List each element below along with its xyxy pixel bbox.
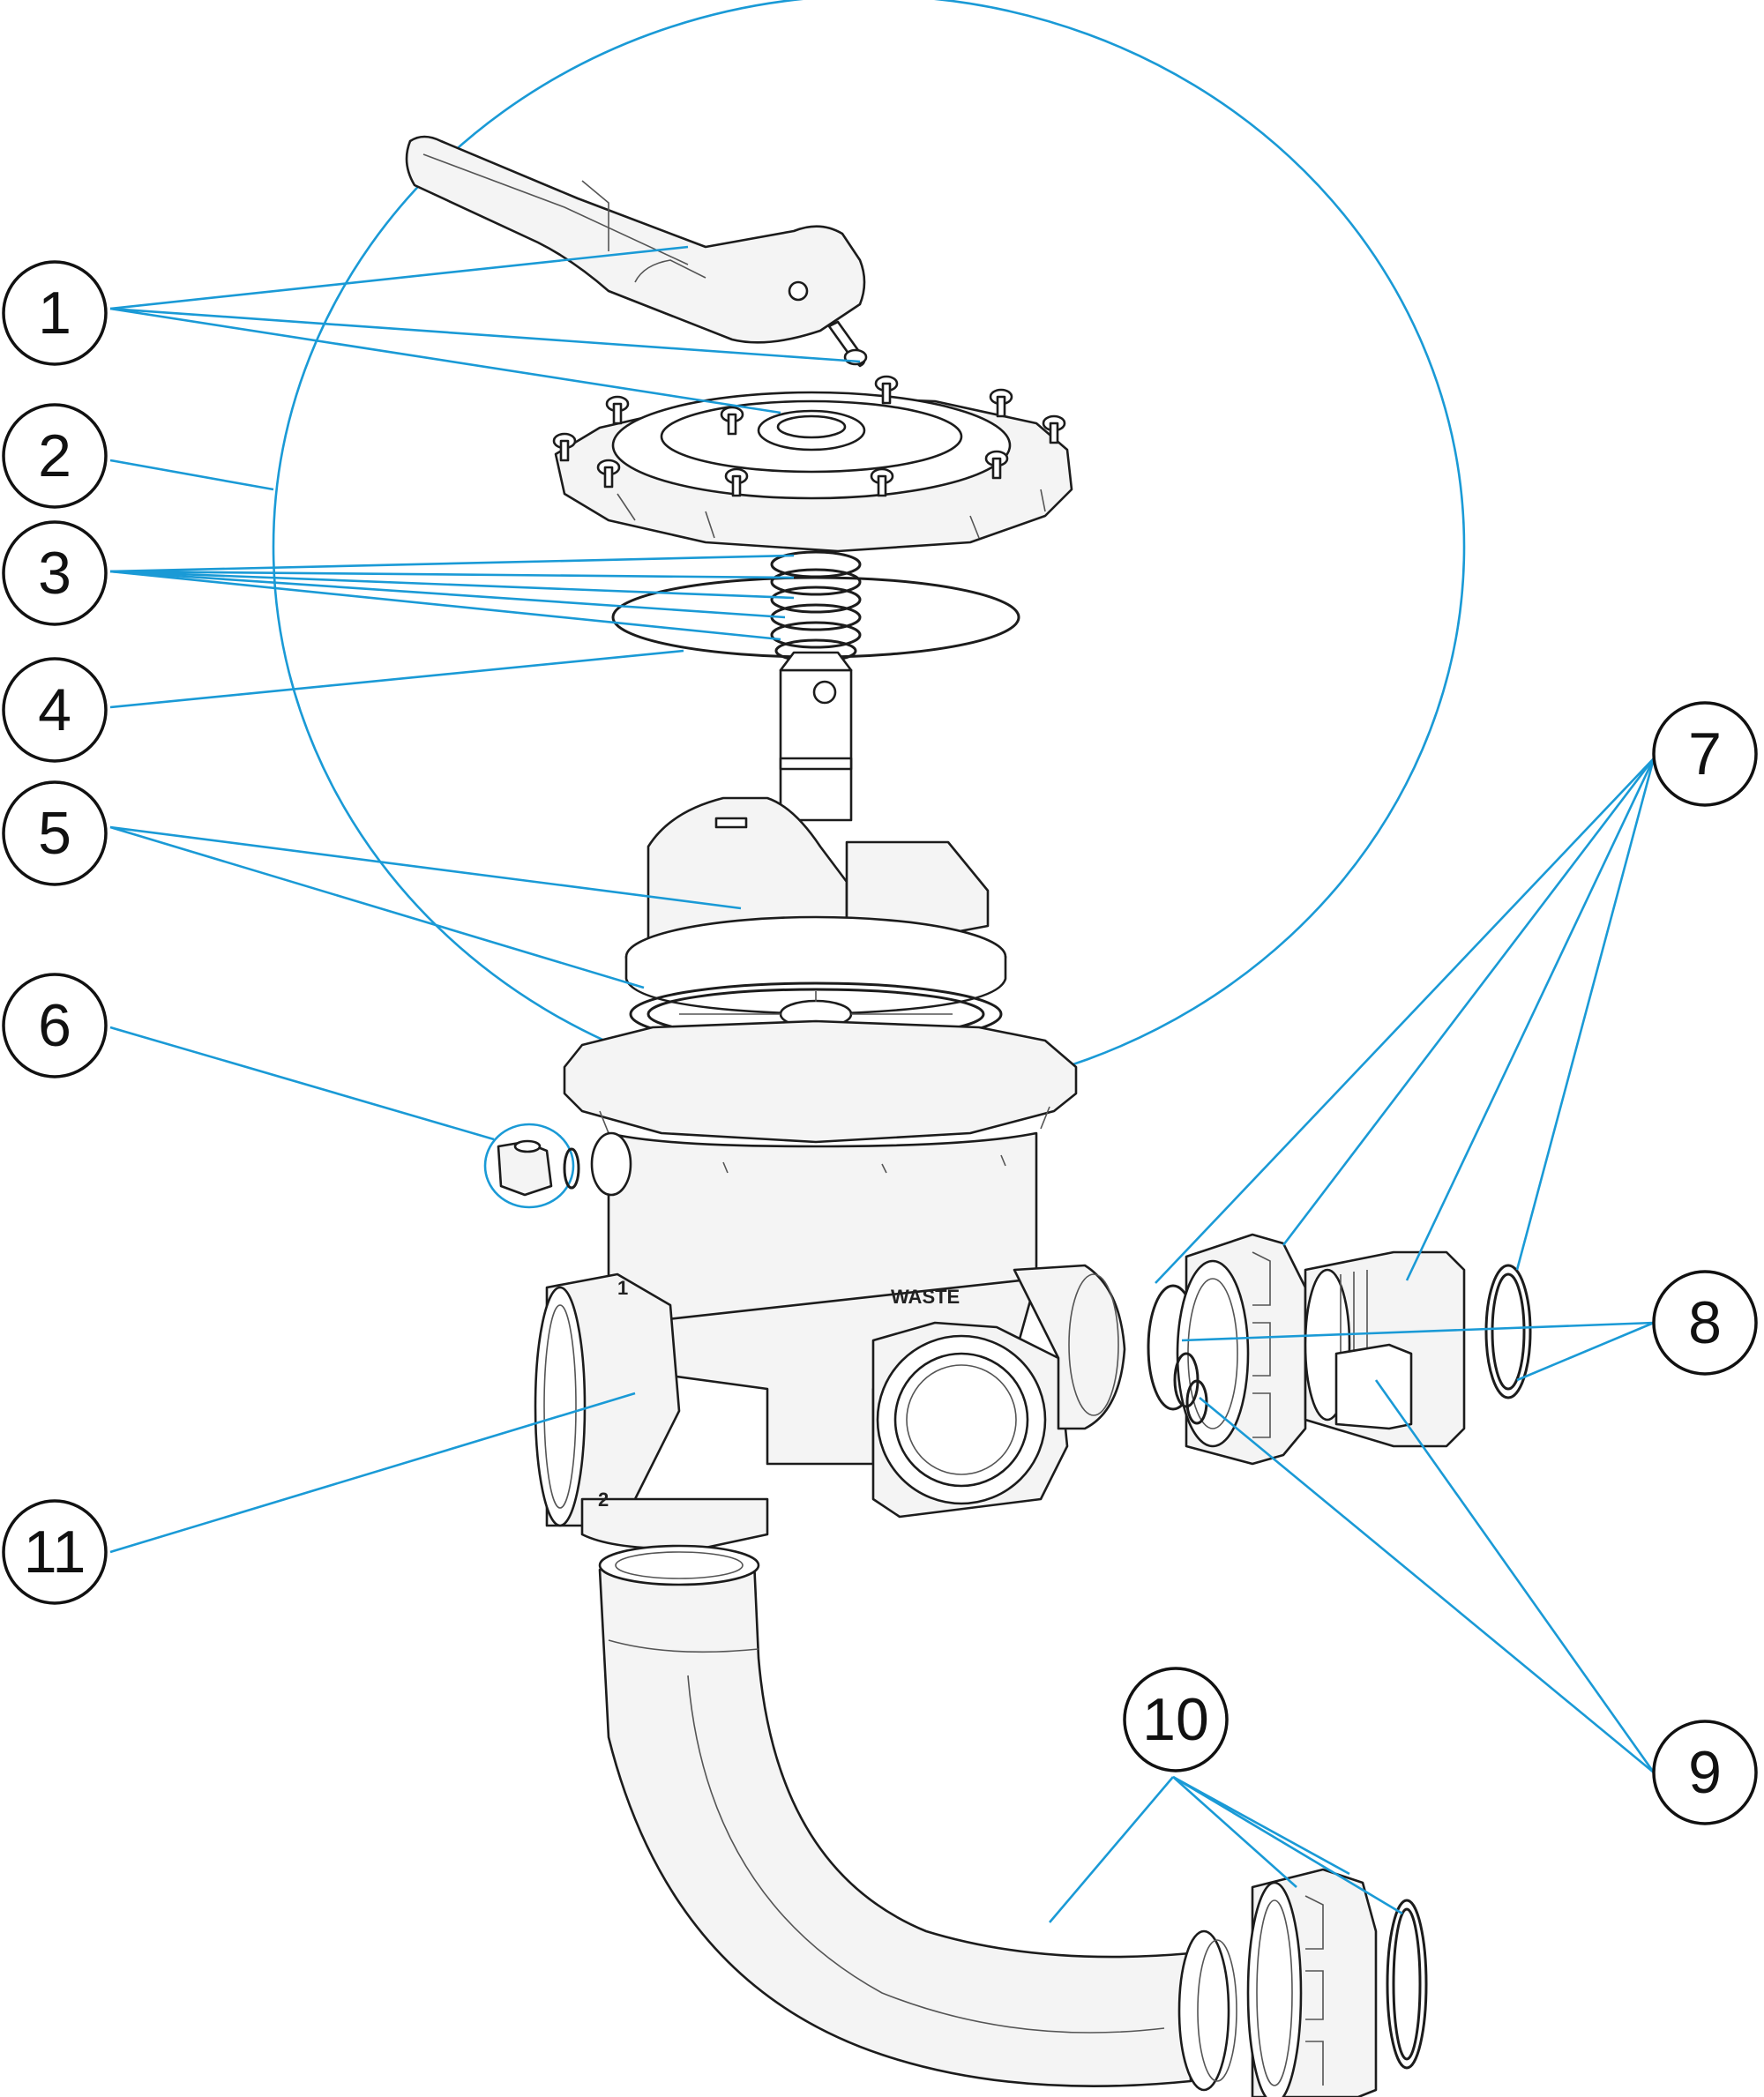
- cover-screw: [984, 450, 1009, 480]
- callout-4: 4: [2, 657, 108, 763]
- cover-screw: [870, 467, 894, 497]
- callout-1-label: 1: [38, 280, 71, 347]
- callout-2: 2: [2, 403, 108, 509]
- elbow-pipe: [598, 1544, 1428, 2097]
- port-1-marking: 1: [617, 1277, 628, 1299]
- handle: [405, 135, 868, 368]
- springs: [770, 550, 862, 663]
- callout-5: 5: [2, 780, 108, 886]
- callout-6: 6: [2, 973, 108, 1078]
- callout-11-label: 11: [24, 1519, 86, 1586]
- drain-plug: [483, 1123, 580, 1209]
- cover-screw: [1042, 414, 1066, 444]
- callout-6-label: 6: [38, 992, 71, 1059]
- callout-10-label: 10: [1142, 1686, 1209, 1753]
- callout-9: 9: [1652, 1720, 1758, 1825]
- cover-o-ring: [611, 576, 1020, 659]
- callout-3-label: 3: [38, 540, 71, 607]
- rotor: [624, 796, 1007, 1016]
- callout-1: 1: [2, 260, 108, 366]
- callout-9-label: 9: [1688, 1739, 1722, 1806]
- valve-body: [534, 1019, 1126, 1550]
- callout-3: 3: [2, 520, 108, 626]
- valve-shaft: [779, 651, 853, 822]
- callout-7: 7: [1652, 701, 1758, 807]
- cover-screws: [552, 375, 1066, 497]
- callout-4-label: 4: [38, 676, 71, 743]
- cover-screw: [874, 375, 899, 405]
- callout-10: 10: [1123, 1667, 1229, 1772]
- callout-2-label: 2: [38, 422, 71, 489]
- leader-lines: [109, 245, 1656, 1923]
- cover-screw: [724, 467, 749, 497]
- cover-screw: [605, 395, 630, 425]
- callout-7-label: 7: [1688, 720, 1722, 787]
- callout-8: 8: [1652, 1270, 1758, 1376]
- callout-8-label: 8: [1688, 1289, 1722, 1356]
- cover-screw: [989, 388, 1013, 418]
- cover-screw: [720, 406, 744, 436]
- union-kit: [1147, 1233, 1532, 1466]
- callout-5-label: 5: [38, 800, 71, 867]
- cover-screw: [596, 459, 621, 489]
- port-2-marking: 2: [598, 1489, 609, 1511]
- callout-11: 11: [2, 1499, 108, 1605]
- cover-screw: [552, 432, 577, 462]
- waste-marking: WASTE: [891, 1286, 960, 1308]
